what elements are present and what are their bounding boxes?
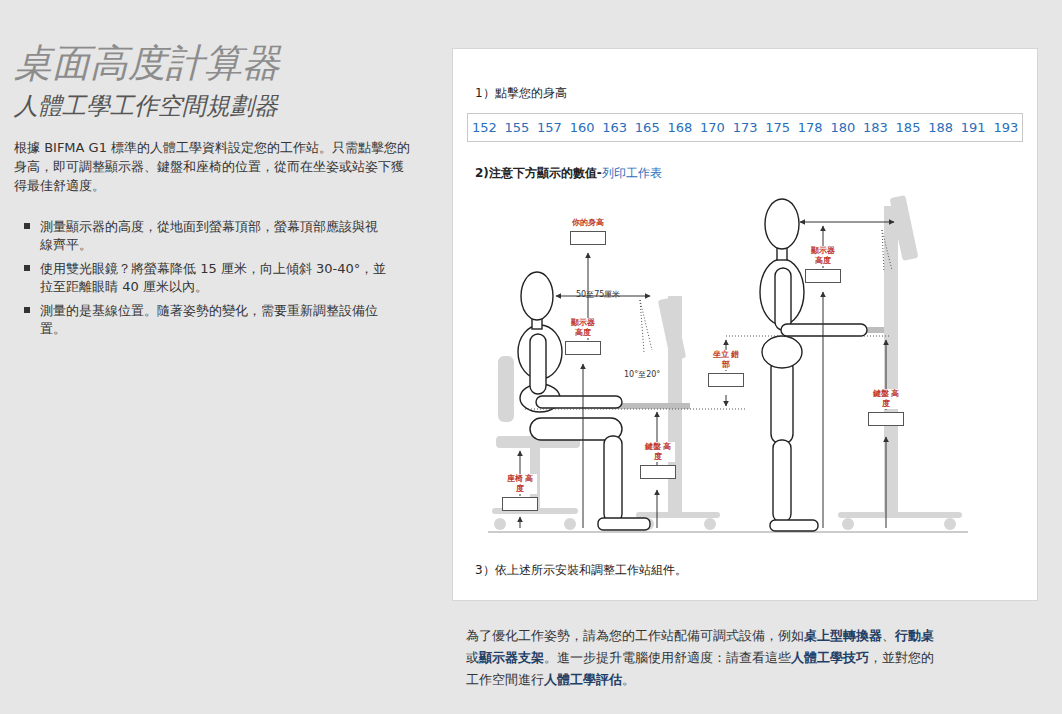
height-button: 188 — [924, 114, 957, 141]
height-button: 168 — [664, 114, 697, 141]
angle-label: 10°至20° — [624, 370, 660, 380]
height-button: 180 — [827, 114, 860, 141]
link-text: 人體工學評估 — [544, 672, 622, 687]
footer-text: 。進一步提升電腦使用舒適度：請查看這些 — [544, 650, 791, 665]
dimension-label: 50至75厘米 — [576, 290, 620, 300]
bullet-square — [24, 265, 30, 271]
measure-box: 座椅 高度 — [496, 474, 544, 511]
label-wrap: 測量的是基線位置。隨著姿勢的變化，需要重新調整設備位置。 — [40, 302, 390, 338]
height-button: 173 — [729, 114, 762, 141]
intro-text: 根據 BIFMA G1 標準的人體工學資料設定您的工作站。只需點擊您的身高，即可… — [14, 138, 416, 195]
measure-label: 顯示器 高度 — [806, 246, 840, 266]
value-field — [640, 465, 676, 479]
measure-box: 顯示器 高度 — [559, 318, 607, 355]
label-wrap: 使用雙光眼鏡？將螢幕降低 15 厘米，向上傾斜 30-40°，並拉至距離眼睛 4… — [40, 260, 390, 296]
measure-label: 你的身高 — [571, 218, 605, 228]
height-button: 185 — [892, 114, 925, 141]
step-text: 3）依上述所示安裝和調整工作站組件。 — [475, 563, 687, 577]
measure-box: 顯示器 高度 — [799, 246, 847, 283]
height-button: 183 — [859, 114, 892, 141]
measure-label: 座椅 高度 — [503, 474, 537, 494]
measure-label: 坐立 錯部 — [709, 350, 743, 370]
height-selector: 1521551571601631651681701731751781801831… — [467, 113, 1023, 142]
height-button: 155 — [501, 114, 534, 141]
measure-box: 坐立 錯部 — [702, 350, 750, 387]
value-field — [708, 373, 744, 387]
label-wrap: 根據 BIFMA G1 標準的人體工學資料設定您的工作站。只需點擊您的身高，即可… — [14, 138, 416, 195]
step-wrap: 2)注意下方顯示的數值-列印工作表 — [475, 162, 662, 182]
link-text: 行動桌 — [895, 628, 934, 643]
link-text: 顯示器支架 — [479, 650, 544, 665]
height-button: 170 — [696, 114, 729, 141]
height-button: 152 — [468, 114, 501, 141]
label-wrap: 測量顯示器的高度，從地面到螢幕頂部，螢幕頂部應該與視線齊平。 — [40, 218, 390, 254]
measure-label: 鍵盤 高度 — [641, 442, 675, 462]
value-field — [805, 269, 841, 283]
footer-text: 為了優化工作姿勢，請為您的工作站配備可調式設備，例如 — [466, 628, 804, 643]
value-field — [570, 231, 606, 245]
bullet-text: 測量顯示器的高度，從地面到螢幕頂部，螢幕頂部應該與視線齊平。 — [40, 218, 390, 254]
subtitle: 人體工學工作空間規劃器 — [14, 90, 278, 122]
height-button: 160 — [566, 114, 599, 141]
title-wrap: 桌面高度計算器 — [14, 40, 280, 86]
height-button: 178 — [794, 114, 827, 141]
measure-label: 顯示器 高度 — [566, 318, 600, 338]
value-field — [502, 497, 538, 511]
bullet-square — [24, 307, 30, 313]
link-text: 桌上型轉換器 — [804, 628, 882, 643]
value-field — [565, 341, 601, 355]
measure-box: 鍵盤 高度 — [634, 442, 682, 479]
bullet-text: 使用雙光眼鏡？將螢幕降低 15 厘米，向上傾斜 30-40°，並拉至距離眼睛 4… — [40, 260, 390, 296]
link-text: 列印工作表 — [602, 166, 662, 180]
label-wrap: 50至75厘米 — [576, 282, 620, 301]
step-wrap: 3）依上述所示安裝和調整工作站組件。 — [475, 559, 687, 579]
bullet-text: 測量的是基線位置。隨著姿勢的變化，需要重新調整設備位置。 — [40, 302, 390, 338]
value-field — [868, 412, 904, 426]
panel: 1）點擊您的身高 2)注意下方顯示的數值-列印工作表 3）依上述所示安裝和調整工作站… — [452, 48, 1038, 601]
step-wrap: 1）點擊您的身高 — [475, 82, 567, 102]
footer-text: 或 — [466, 650, 479, 665]
measure-box: 你的身高 — [564, 218, 612, 245]
height-button: 157 — [533, 114, 566, 141]
height-button: 193 — [990, 114, 1023, 141]
footer-text: 、 — [882, 628, 895, 643]
measure-label: 鍵盤 高度 — [869, 389, 903, 409]
footer-paragraph: 為了優化工作姿勢，請為您的工作站配備可調式設備，例如桌上型轉換器、行動桌或顯示器… — [466, 625, 942, 691]
height-button: 191 — [957, 114, 990, 141]
page-title: 桌面高度計算器 — [14, 41, 280, 85]
bullet-square — [24, 223, 30, 229]
height-button: 163 — [598, 114, 631, 141]
link-text: 人體工學技巧 — [791, 650, 869, 665]
measure-box: 鍵盤 高度 — [862, 389, 910, 426]
step-text: 1）點擊您的身高 — [475, 86, 567, 100]
step-text: 2)注意下方顯示的數值- — [475, 166, 602, 180]
height-button: 165 — [631, 114, 664, 141]
label-wrap: 人體工學工作空間規劃器 — [14, 90, 278, 122]
footer-text: 。 — [622, 672, 635, 687]
height-button: 175 — [761, 114, 794, 141]
label-wrap: 10°至20° — [624, 362, 660, 381]
